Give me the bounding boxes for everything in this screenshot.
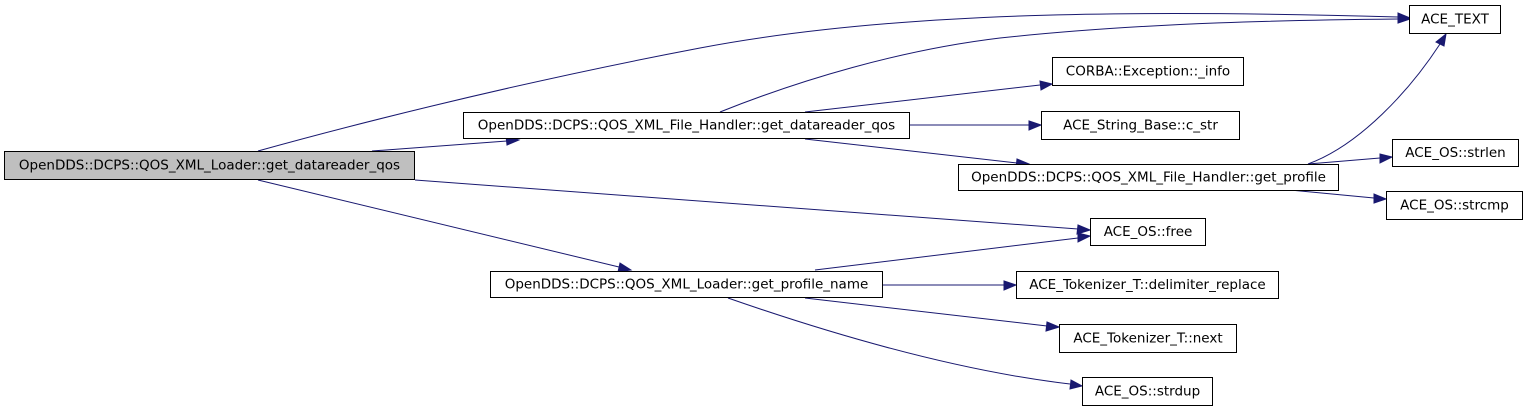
node-label: ACE_Tokenizer_T::next: [1073, 331, 1222, 347]
edge-fh-qos-to-corba-info: [804, 80, 1054, 113]
node-corba-exception-info[interactable]: CORBA::Exception::_info: [1052, 57, 1244, 86]
node-label: OpenDDS::DCPS::QOS_XML_Loader::get_profi…: [505, 277, 869, 293]
node-label: OpenDDS::DCPS::QOS_XML_File_Handler::get…: [478, 118, 895, 134]
node-ace-string-base-c-str[interactable]: ACE_String_Base::c_str: [1041, 111, 1240, 140]
node-label: ACE_OS::strlen: [1405, 145, 1506, 161]
edge-get-profile-to-ace-text: [1307, 32, 1447, 165]
node-ace-os-strdup[interactable]: ACE_OS::strdup: [1082, 377, 1213, 406]
edge-get-profile-name-to-free: [814, 232, 1092, 271]
edge-fh-qos-to-get-profile: [804, 138, 1031, 169]
edge-fh-qos-to-c-str: [910, 120, 1043, 131]
node-label: ACE_OS::strdup: [1095, 384, 1200, 400]
node-ace-os-strlen[interactable]: ACE_OS::strlen: [1392, 139, 1519, 167]
node-file-handler-get-datareader-qos[interactable]: OpenDDS::DCPS::QOS_XML_File_Handler::get…: [463, 112, 910, 139]
edge-fh-qos-to-ace-text: [719, 14, 1412, 113]
node-ace-os-free[interactable]: ACE_OS::free: [1090, 218, 1206, 246]
node-label: ACE_TEXT: [1421, 12, 1489, 28]
node-label: ACE_OS::strcmp: [1400, 198, 1509, 214]
edge-get-profile-to-strlen: [1307, 153, 1394, 165]
node-qos-xml-loader-get-profile-name[interactable]: OpenDDS::DCPS::QOS_XML_Loader::get_profi…: [490, 271, 883, 298]
node-ace-text[interactable]: ACE_TEXT: [1409, 5, 1501, 34]
node-ace-os-strcmp[interactable]: ACE_OS::strcmp: [1386, 191, 1523, 220]
edge-root-to-free: [414, 179, 1092, 235]
node-ace-tokenizer-delimiter-replace[interactable]: ACE_Tokenizer_T::delimiter_replace: [1016, 271, 1279, 299]
node-label: OpenDDS::DCPS::QOS_XML_Loader::get_datar…: [19, 158, 400, 174]
node-label: ACE_OS::free: [1104, 224, 1193, 240]
node-label: ACE_Tokenizer_T::delimiter_replace: [1029, 277, 1265, 293]
node-label: ACE_String_Base::c_str: [1063, 118, 1218, 134]
edge-get-profile-name-to-delimiter-replace: [883, 280, 1018, 291]
edge-get-profile-to-strcmp: [1289, 189, 1388, 204]
edge-get-profile-name-to-next: [804, 297, 1061, 332]
call-graph-edges: [257, 12, 1447, 390]
call-graph-nodes: OpenDDS::DCPS::QOS_XML_Loader::get_datar…: [4, 5, 1523, 406]
node-file-handler-get-profile[interactable]: OpenDDS::DCPS::QOS_XML_File_Handler::get…: [958, 164, 1339, 191]
node-qos-xml-loader-get-datareader-qos: OpenDDS::DCPS::QOS_XML_Loader::get_datar…: [4, 151, 415, 180]
edge-get-profile-name-to-strdup: [727, 297, 1084, 390]
node-label: OpenDDS::DCPS::QOS_XML_File_Handler::get…: [971, 170, 1326, 186]
node-label: CORBA::Exception::_info: [1066, 64, 1230, 80]
edge-root-to-get-profile-name: [257, 179, 633, 273]
node-ace-tokenizer-next[interactable]: ACE_Tokenizer_T::next: [1059, 324, 1237, 353]
